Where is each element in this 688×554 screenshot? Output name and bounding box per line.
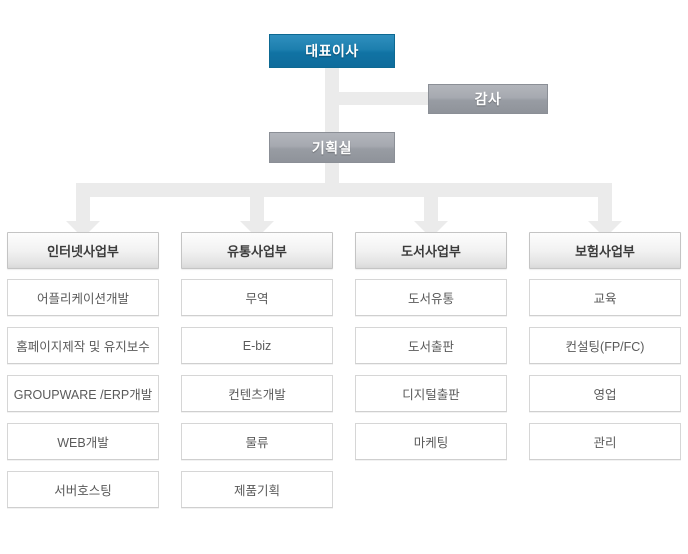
list-item[interactable]: 서버호스팅 — [7, 471, 159, 508]
connector-drop-stem-4 — [598, 197, 612, 221]
node-ceo[interactable]: 대표이사 — [269, 34, 395, 68]
division-column-internet: 인터넷사업부 어플리케이션개발 홈페이지제작 및 유지보수 GROUPWARE … — [7, 232, 159, 519]
list-item[interactable]: GROUPWARE /ERP개발 — [7, 375, 159, 412]
division-column-books: 도서사업부 도서유통 도서출판 디지털출판 마케팅 — [355, 232, 507, 471]
list-item[interactable]: 홈페이지제작 및 유지보수 — [7, 327, 159, 364]
list-item[interactable]: 제품기획 — [181, 471, 333, 508]
division-items-distribution: 무역 E-biz 컨텐츠개발 물류 제품기획 — [181, 279, 333, 508]
list-item[interactable]: E-biz — [181, 327, 333, 364]
division-column-distribution: 유통사업부 무역 E-biz 컨텐츠개발 물류 제품기획 — [181, 232, 333, 519]
list-item[interactable]: 영업 — [529, 375, 681, 412]
list-item[interactable]: 물류 — [181, 423, 333, 460]
connector-drop-stem-1 — [76, 197, 90, 221]
division-column-insurance: 보험사업부 교육 컨설팅(FP/FC) 영업 관리 — [529, 232, 681, 471]
division-header-insurance[interactable]: 보험사업부 — [529, 232, 681, 269]
list-item[interactable]: 도서유통 — [355, 279, 507, 316]
list-item[interactable]: 컨설팅(FP/FC) — [529, 327, 681, 364]
connector-distribution-bar — [76, 183, 612, 197]
node-planning-office[interactable]: 기획실 — [269, 132, 395, 163]
list-item[interactable]: 교육 — [529, 279, 681, 316]
division-items-books: 도서유통 도서출판 디지털출판 마케팅 — [355, 279, 507, 460]
division-header-books[interactable]: 도서사업부 — [355, 232, 507, 269]
division-items-insurance: 교육 컨설팅(FP/FC) 영업 관리 — [529, 279, 681, 460]
list-item[interactable]: 관리 — [529, 423, 681, 460]
connector-ceo-to-auditor — [339, 92, 429, 105]
list-item[interactable]: 어플리케이션개발 — [7, 279, 159, 316]
list-item[interactable]: 무역 — [181, 279, 333, 316]
list-item[interactable]: WEB개발 — [7, 423, 159, 460]
connector-drop-stem-3 — [424, 197, 438, 221]
list-item[interactable]: 컨텐츠개발 — [181, 375, 333, 412]
list-item[interactable]: 마케팅 — [355, 423, 507, 460]
list-item[interactable]: 디지털출판 — [355, 375, 507, 412]
node-auditor[interactable]: 감사 — [428, 84, 548, 114]
division-items-internet: 어플리케이션개발 홈페이지제작 및 유지보수 GROUPWARE /ERP개발 … — [7, 279, 159, 508]
division-header-internet[interactable]: 인터넷사업부 — [7, 232, 159, 269]
connector-ceo-vertical — [325, 68, 339, 132]
connector-drop-stem-2 — [250, 197, 264, 221]
division-header-distribution[interactable]: 유통사업부 — [181, 232, 333, 269]
list-item[interactable]: 도서출판 — [355, 327, 507, 364]
connector-planning-vertical — [325, 163, 339, 183]
